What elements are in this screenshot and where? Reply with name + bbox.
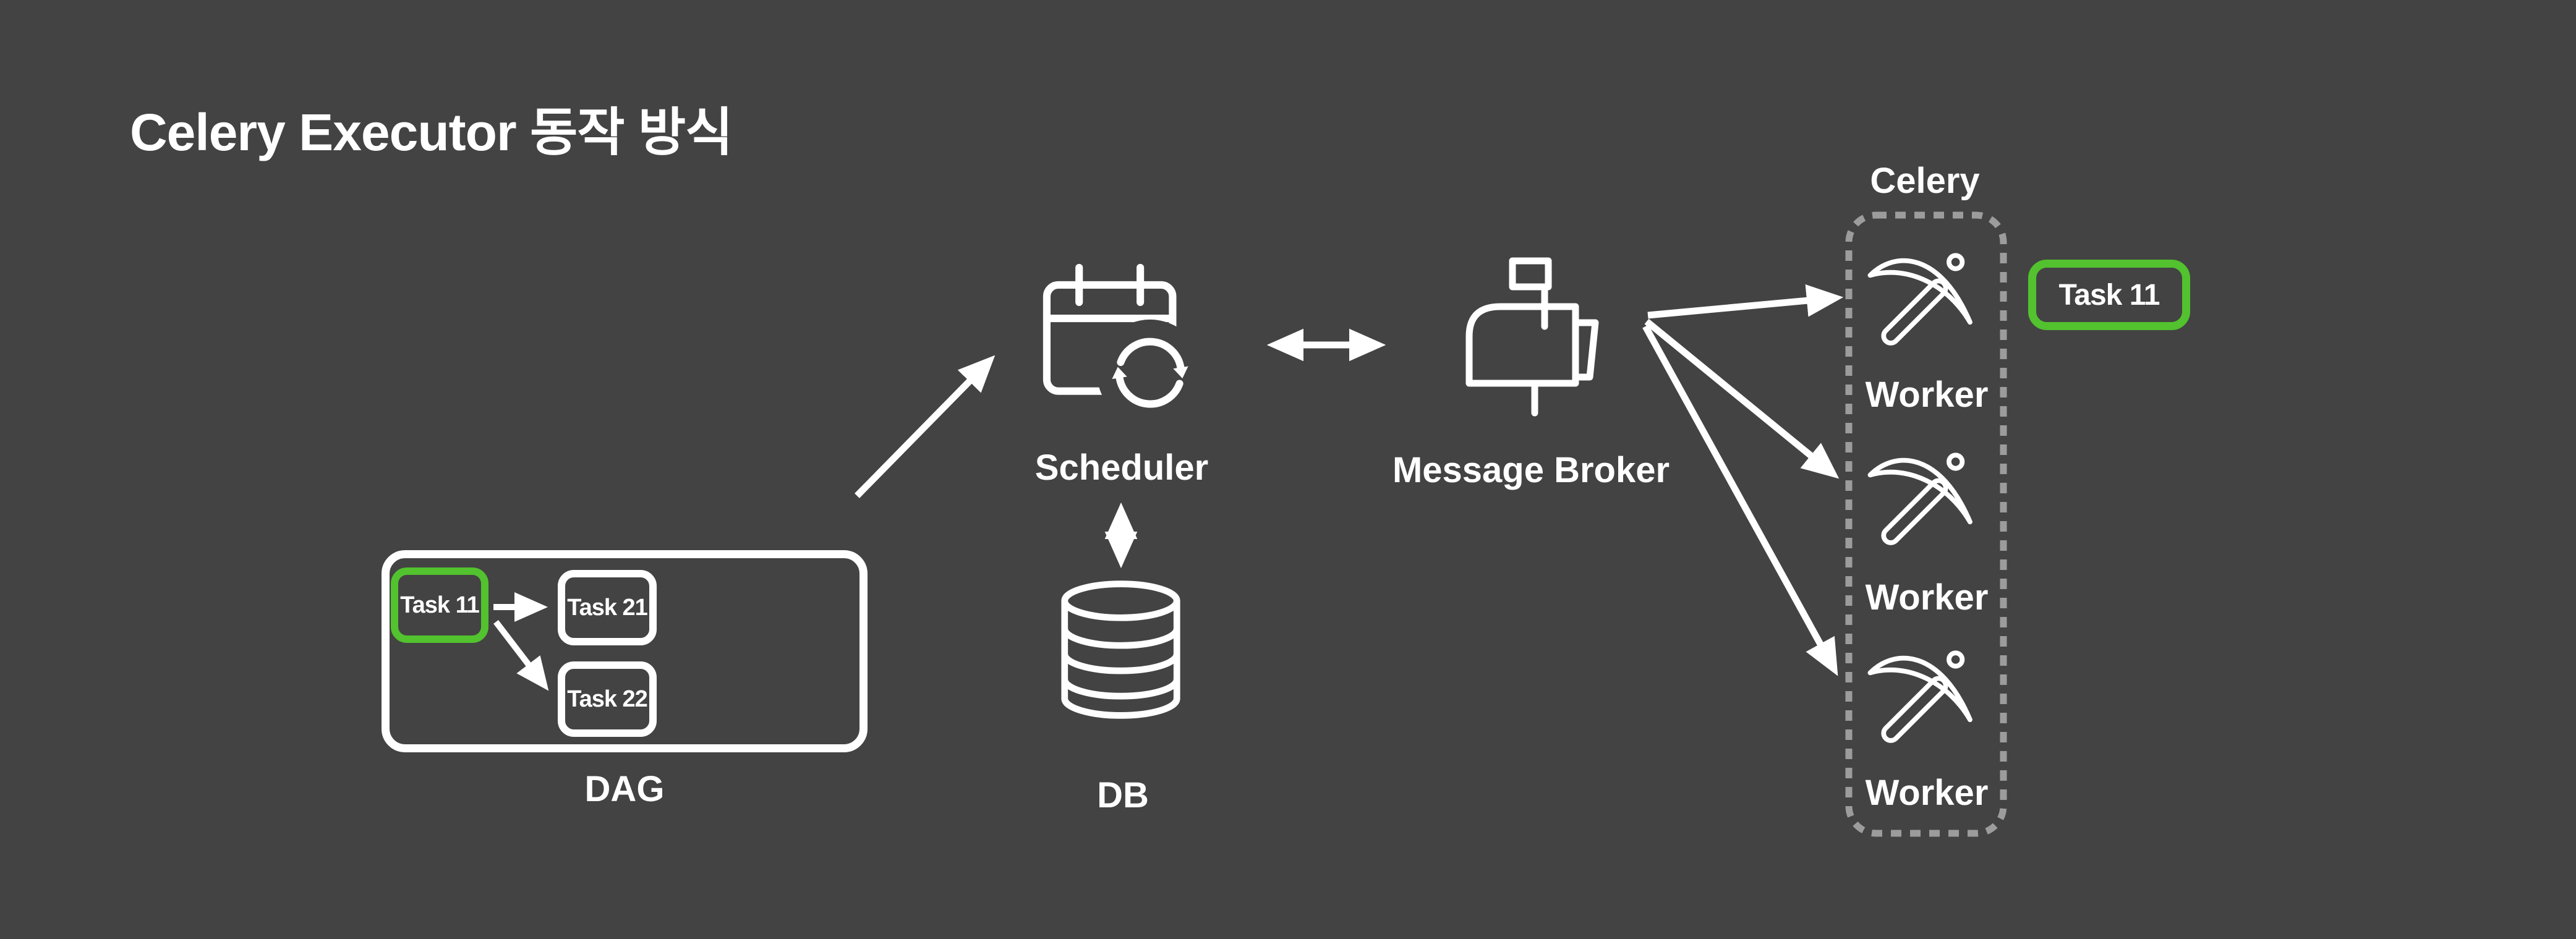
mailbox-icon [1465, 257, 1599, 417]
dag-label: DAG [584, 769, 665, 809]
dag-task-22-box: Task 22 [558, 661, 657, 737]
pickaxe-icon [1867, 453, 1973, 545]
dag-box [382, 550, 868, 752]
arrow-broker-to-worker-2 [1644, 318, 1840, 479]
scheduler-label: Scheduler [1034, 448, 1209, 488]
dag-task-22-label: Task 22 [567, 686, 648, 712]
arrow-broker-to-worker-3 [1642, 325, 1838, 676]
message-broker-label: Message Broker [1392, 450, 1670, 490]
celery-dashed-box [1845, 211, 2007, 837]
db-label: DB [1097, 775, 1149, 815]
page-title: Celery Executor 동작 방식 [130, 103, 733, 161]
dag-task-11-box: Task 11 [391, 567, 488, 643]
assigned-task-11-box: Task 11 [2028, 260, 2190, 330]
celery-label: Celery [1870, 161, 1980, 201]
worker-1-label: Worker [1865, 375, 1989, 415]
pickaxe-icon [1867, 253, 1973, 346]
arrow-broker-to-worker-1 [1647, 284, 1844, 319]
worker-2-label: Worker [1865, 577, 1989, 618]
dag-task-21-label: Task 21 [567, 594, 648, 621]
dag-task-21-box: Task 21 [558, 570, 657, 645]
pickaxe-icon [1867, 650, 1973, 743]
worker-3-label: Worker [1865, 773, 1989, 813]
arrow-task11-to-task22 [493, 619, 549, 691]
arrow-dag-to-scheduler [855, 355, 996, 498]
database-icon [1061, 580, 1180, 719]
dag-task-11-label: Task 11 [400, 592, 480, 618]
assigned-task-11-label: Task 11 [2058, 278, 2160, 312]
calendar-sync-icon [1043, 263, 1193, 414]
